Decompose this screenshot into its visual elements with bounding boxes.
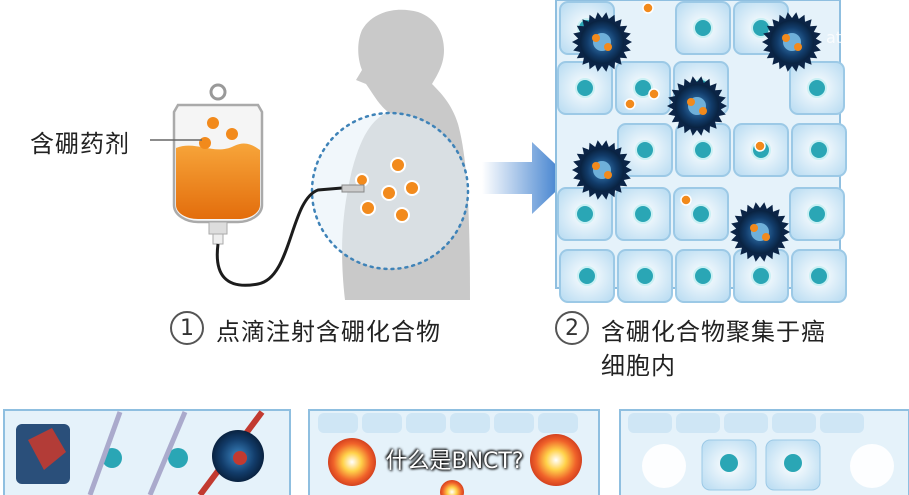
- step-2-number: 2: [555, 311, 589, 345]
- boron-particle: [754, 140, 766, 152]
- healthy-cell: [791, 249, 847, 303]
- healthy-cell: [559, 249, 615, 303]
- healthy-cell: [789, 61, 845, 115]
- healthy-cell: [675, 1, 731, 55]
- cancer-cell: [572, 12, 632, 72]
- bottom-panel-left: [3, 409, 291, 495]
- iv-needle: [341, 184, 365, 193]
- bottom-panel-right: [619, 409, 909, 495]
- step-1-label: 点滴注射含硼化合物: [216, 318, 441, 346]
- healthy-cell: [789, 187, 845, 241]
- cancer-cell: [667, 76, 727, 136]
- iv-bag: [172, 83, 264, 245]
- cancer-cell: [762, 12, 822, 72]
- healthy-cell: [675, 123, 731, 177]
- healthy-cell: [557, 187, 613, 241]
- boron-particle: [680, 194, 692, 206]
- iv-tube: [215, 186, 343, 287]
- healthy-cell: [557, 61, 613, 115]
- video-subtitle: 什么是BNCT?: [385, 449, 524, 474]
- cancer-cell: [572, 140, 632, 200]
- bottom-panel-middle: [308, 409, 600, 495]
- healthy-cell: [617, 249, 673, 303]
- healthy-cell: [675, 249, 731, 303]
- healthy-cell: [615, 187, 671, 241]
- healthy-cell: [615, 61, 671, 115]
- step-2-label-line1: 含硼化合物聚集于癌: [601, 318, 826, 346]
- boron-drug-label: 含硼药剂: [30, 130, 130, 158]
- process-arrow: [482, 142, 570, 214]
- chest-boron-particles: [355, 157, 420, 223]
- cancer-cell: [730, 202, 790, 262]
- healthy-cell: [791, 123, 847, 177]
- boron-particle: [624, 98, 636, 110]
- cell-tissue-panel: [555, 0, 847, 303]
- boron-particle: [648, 88, 660, 100]
- watermark: ati: [826, 28, 847, 47]
- healthy-cell: [733, 249, 789, 303]
- step-2-label-line2: 细胞内: [601, 352, 676, 380]
- boron-particle: [642, 2, 654, 14]
- step-1-number: 1: [170, 311, 204, 345]
